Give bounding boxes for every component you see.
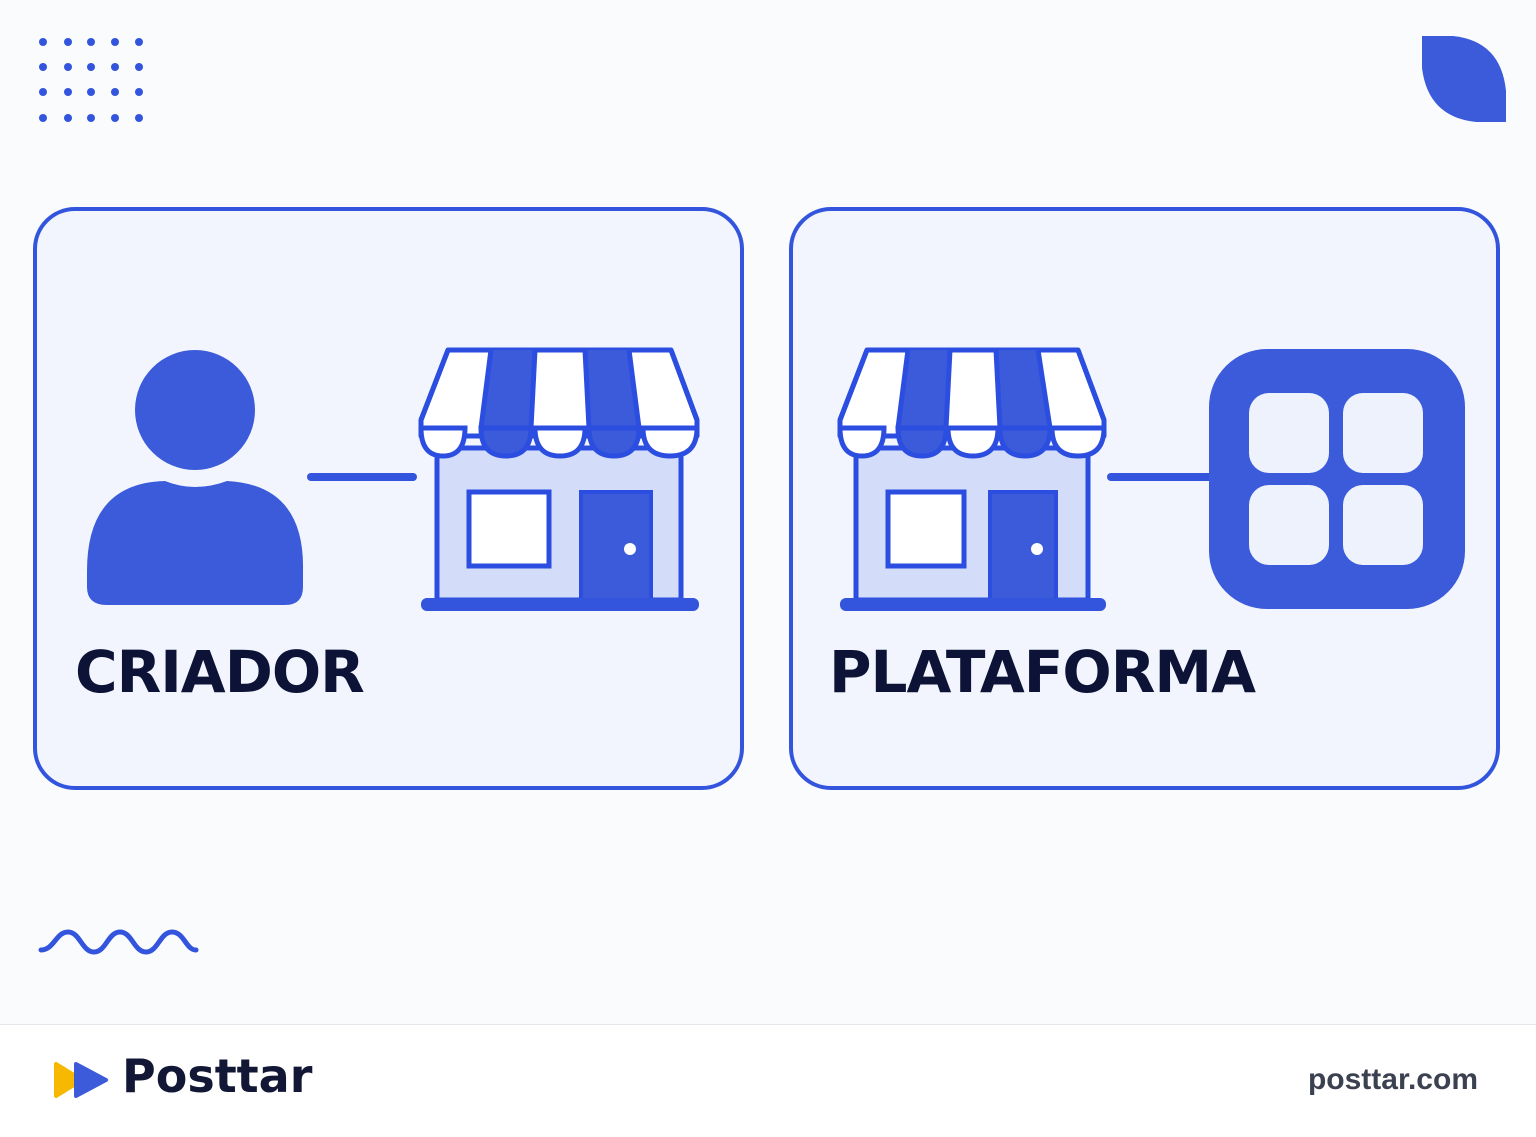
brand-name: Posttar: [122, 1049, 313, 1103]
footer: Posttar posttar.com: [0, 1024, 1536, 1137]
storefront-icon: [418, 347, 700, 611]
creator-label: CRIADOR: [75, 638, 365, 706]
platform-label: PLATAFORMA: [829, 638, 1256, 706]
brand-url[interactable]: posttar.com: [1307, 1063, 1478, 1096]
creator-card: CRIADOR: [33, 207, 744, 790]
app-grid-icon: [1209, 349, 1465, 609]
dot-grid-decoration: [39, 38, 143, 122]
storefront-icon: [837, 347, 1107, 611]
user-icon: [87, 350, 304, 605]
play-forward-icon: [54, 1062, 108, 1098]
wave-decoration: [38, 929, 199, 955]
platform-card: PLATAFORMA: [789, 207, 1500, 790]
leaf-decoration: [1422, 36, 1506, 122]
